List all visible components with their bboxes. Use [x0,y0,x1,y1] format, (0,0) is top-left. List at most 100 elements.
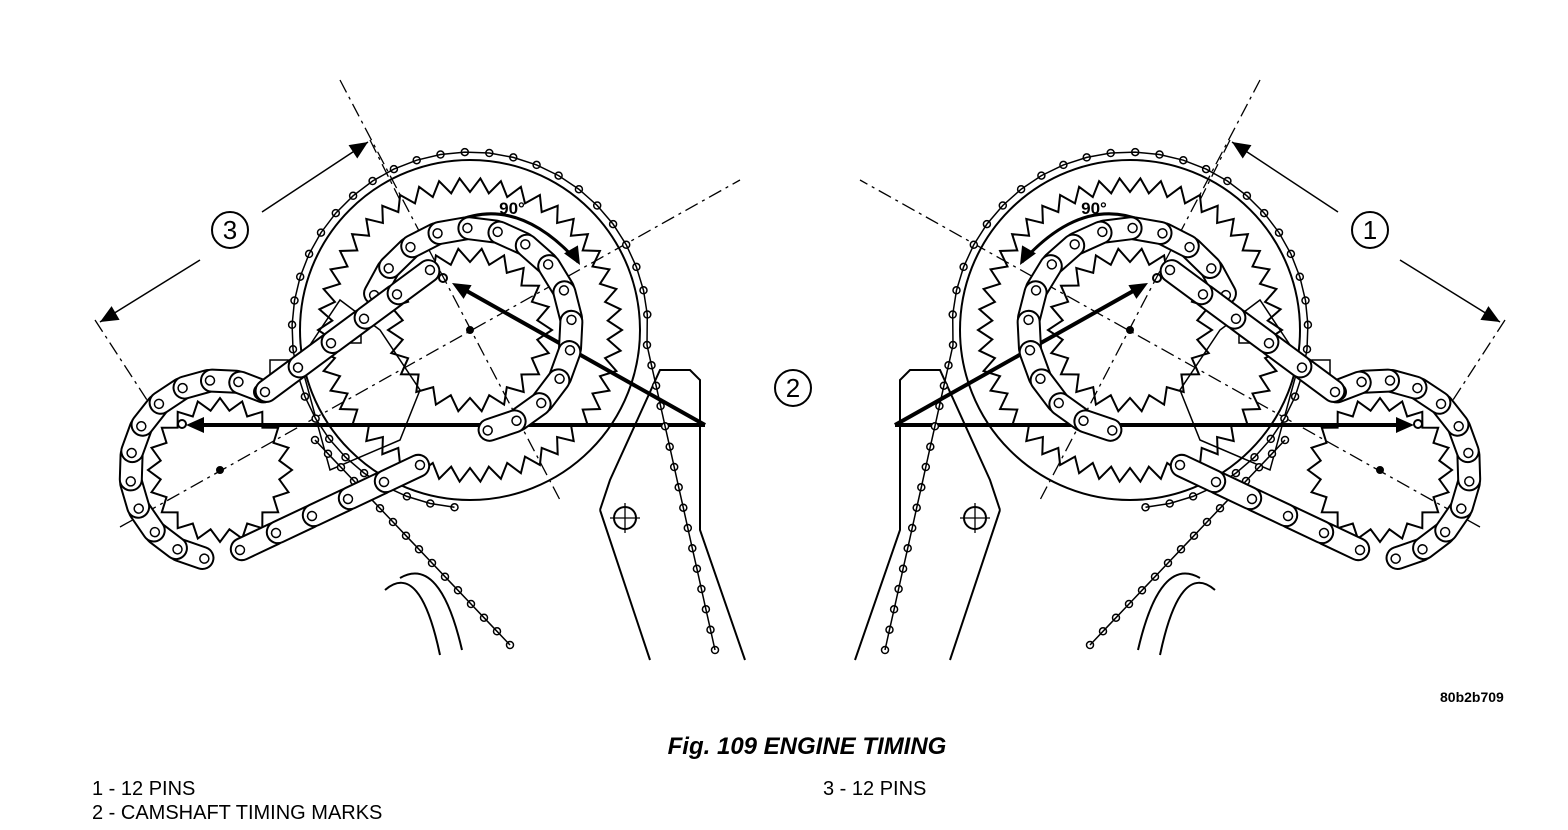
timing-arrow-head-icon [452,283,472,299]
chain-pin [177,382,188,394]
chain-pin [1023,314,1034,326]
chain-pin [1329,386,1341,398]
chain-pin [125,476,137,487]
chain-pin [1164,264,1176,276]
callout-1: 1 [1351,211,1389,249]
callout-1-label: 1 [1363,215,1377,245]
chain-pin [204,375,216,386]
chain-pin [1384,375,1396,386]
left-angle-label: 90° [499,199,525,218]
dimension-arrow-icon [100,306,120,322]
extension-line [1199,139,1231,201]
large-sprocket-teeth-icon [976,176,1284,484]
chain-pin [542,259,554,270]
chain-pin [270,527,282,539]
chain-pin [405,241,416,253]
chain-pin [1210,476,1222,488]
chain-pin [1230,313,1242,325]
chain-pin [462,222,473,234]
chain-pin [1069,239,1080,250]
chain-pin [1030,285,1042,296]
chain-pin [1453,421,1464,432]
chain-pin [306,510,318,522]
lower-guide [1137,572,1201,651]
sprocket-rim [959,159,1301,501]
chain-pin [358,313,370,325]
extension-line [369,139,401,201]
lower-guide [384,581,441,656]
chain-pin [1157,228,1168,239]
chain-pin [133,503,144,514]
chain-pin [1107,425,1118,436]
chain-guide-edge [949,509,1001,661]
lower-guide [399,572,463,651]
chain-pin [554,373,565,385]
dimension-line [261,141,369,213]
silent-chain-plate-line [314,439,511,646]
center-line [339,79,561,501]
chain-pin [414,459,426,471]
idler-timing-dot [1413,419,1423,429]
chain-pin [126,447,137,459]
extension-line [94,319,161,421]
legend-item-3: 3 - 12 PINS [823,778,927,800]
timing-arrow-head-icon [186,417,204,433]
chain-pin [1439,526,1451,538]
roller-chain-loop-link [373,453,431,494]
chain-pin [432,228,443,239]
chain-pin [1197,289,1209,300]
idler-timing-dot [177,419,187,429]
chain-pin [234,544,246,556]
chain-pin [199,553,210,564]
idler-sprocket-teeth-icon [1306,396,1454,544]
sprocket-rim [299,159,641,501]
timing-arrow-line [894,288,1136,427]
chain-pin [259,386,271,398]
chain-pin [153,398,165,410]
chain-pin [1356,376,1367,388]
chain-pin [1035,373,1046,385]
chain-pin [1390,553,1401,564]
roller-chain-loop-link [386,259,441,306]
chain-pin [492,226,503,238]
chain-pin [511,415,522,427]
lower-guide [1159,581,1216,656]
cam-housing [299,298,421,472]
chain-pin [378,476,390,488]
chain-pin [1456,503,1467,514]
small-sprocket-teeth-icon [386,246,554,414]
chain-pin [1354,544,1366,556]
chain-pin [1318,527,1330,539]
chain-guide [599,369,746,661]
chain-pin [292,362,304,373]
engine-timing-diagram: 3 2 1 90° 90° [94,79,1506,661]
chain-guide-edge [599,509,651,661]
chain-pin [1417,544,1428,555]
legend-item-1: 1 - 12 PINS [92,778,196,800]
dimension-arrow-icon [1480,306,1500,322]
idler-sprocket-teeth-icon [146,396,294,544]
chain-pin [1053,397,1065,409]
timing-arrow-head-icon [1396,417,1414,433]
angle-arrow-icon [1020,245,1036,265]
chain-pin [1174,459,1186,471]
timing-arrow-line [464,288,706,427]
chain-pin [149,526,161,538]
chain-pin [1463,476,1475,487]
chain-pin [233,376,244,388]
chain-pin [1024,344,1036,356]
chain-pin [566,314,577,326]
roller-chain-loop-link [1073,409,1123,442]
cam-housing [1179,298,1301,472]
chain-guide [854,369,1001,661]
chain-pin [1127,222,1138,234]
chain-pin [535,397,547,409]
figure-caption: Fig. 109 ENGINE TIMING [667,733,947,760]
chain-link-plate [1073,409,1123,442]
chain-pin [1246,493,1258,505]
chain-pin [424,264,436,276]
timing-arrow-head-icon [1128,283,1148,299]
chain-pin [1282,510,1294,522]
chain-link-plate [1169,453,1227,494]
large-sprocket-teeth-icon [316,176,624,484]
